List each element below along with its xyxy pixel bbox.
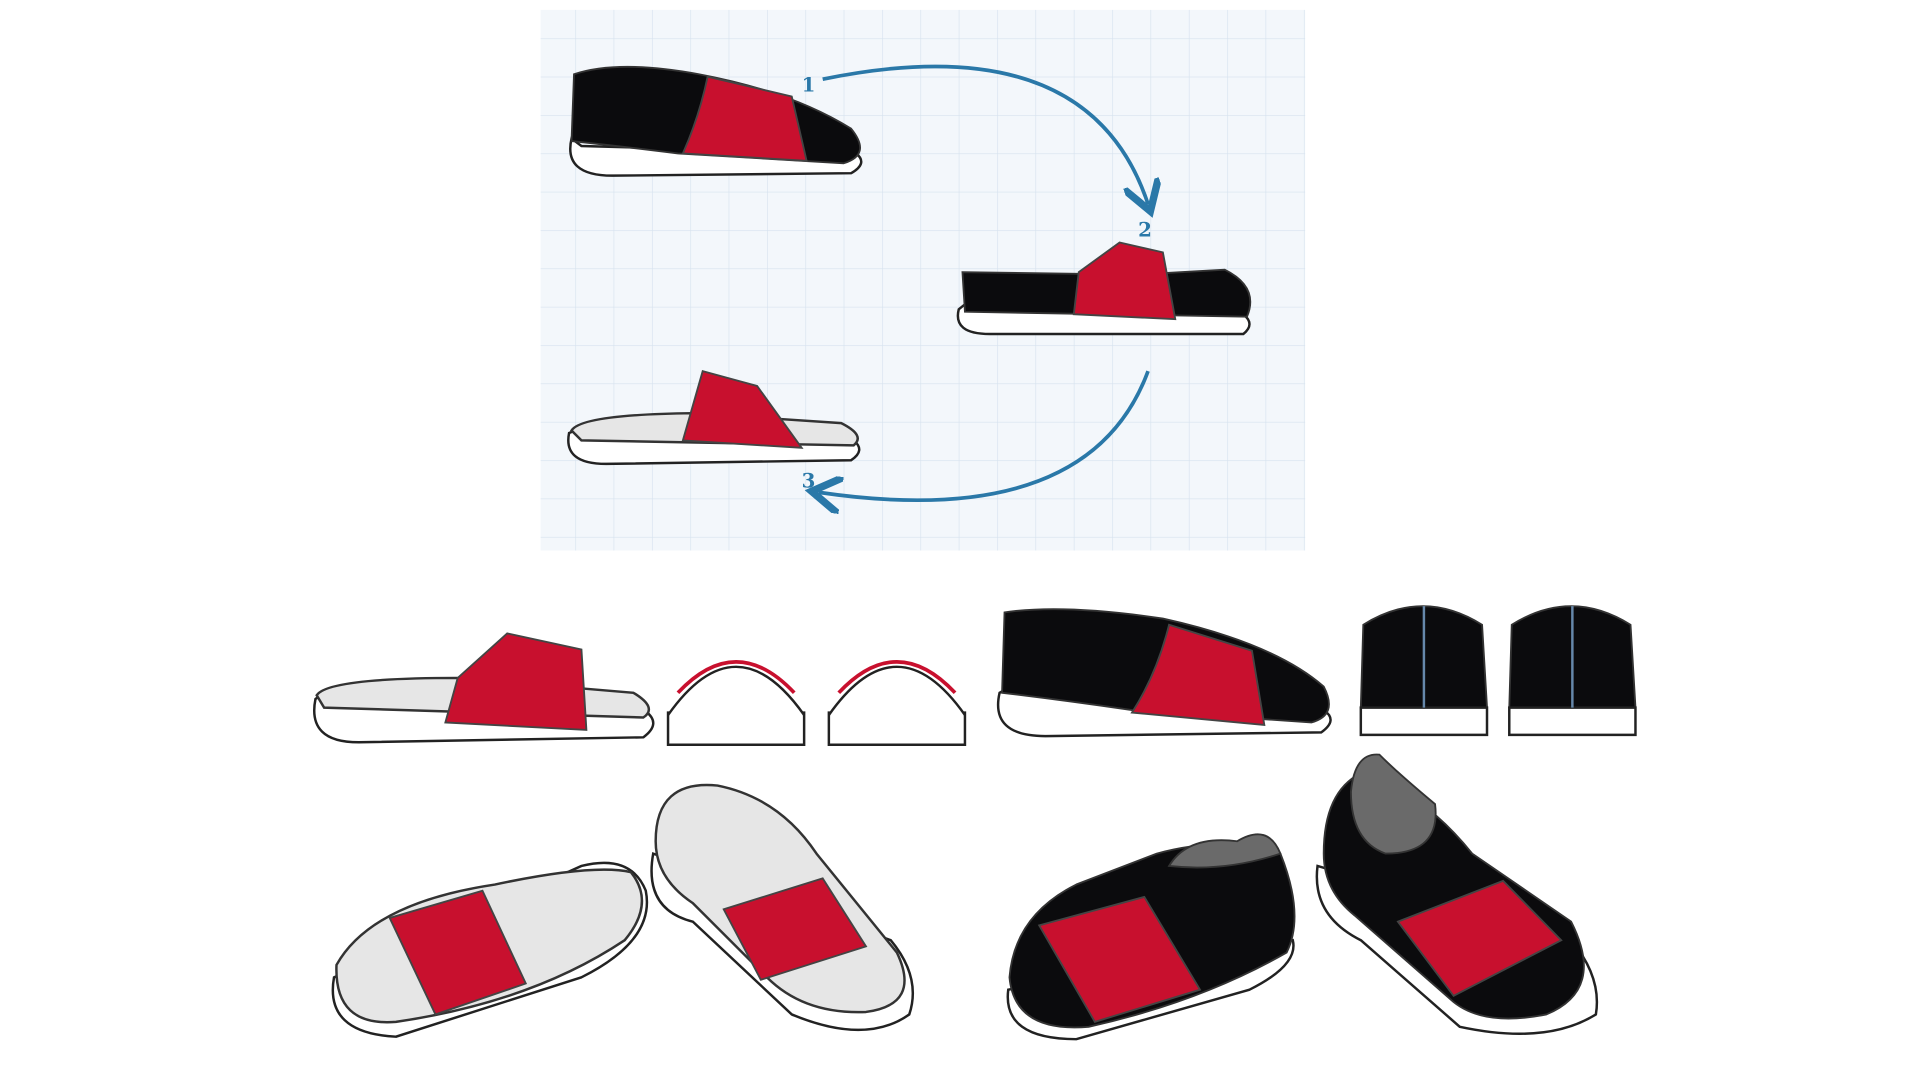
slide-back-view-right xyxy=(827,660,967,746)
step-label-2: 2 xyxy=(1138,217,1152,241)
sneaker-side-view xyxy=(997,608,1332,738)
sneaker-perspective-right xyxy=(1315,753,1599,1035)
sneaker-back-view-left xyxy=(1359,605,1489,737)
shoe-step-1-sneaker xyxy=(569,65,863,177)
slide-back-view-left xyxy=(666,660,806,746)
shoe-step-2-folding xyxy=(956,241,1252,336)
slide-perspective-left xyxy=(331,861,649,1038)
slide-perspective-right xyxy=(650,783,915,1032)
sneaker-perspective-left xyxy=(1006,833,1296,1041)
slide-side-view xyxy=(313,632,655,744)
arrow-1-to-2 xyxy=(822,64,1148,205)
sneaker-back-view-right xyxy=(1508,605,1637,737)
step-label-1: 1 xyxy=(802,73,816,97)
shoe-step-3-slide xyxy=(567,369,861,466)
arrow-2-to-3 xyxy=(819,370,1150,500)
step-label-3: 3 xyxy=(802,468,816,492)
arrows xyxy=(819,64,1150,501)
